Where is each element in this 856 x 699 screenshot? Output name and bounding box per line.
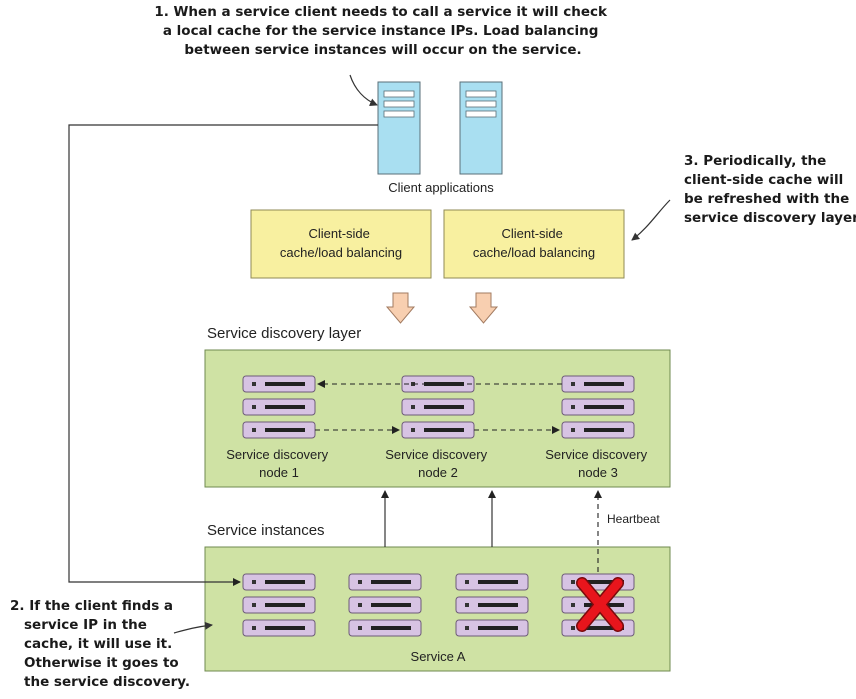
service-instance-server bbox=[455, 573, 529, 637]
client-application-server bbox=[377, 81, 421, 175]
annotation-step3-arrow bbox=[631, 199, 671, 241]
annotation-step2: 2. If the client finds a service IP in t… bbox=[10, 598, 190, 690]
client-cache-box: Client-side cache/load balancing bbox=[250, 209, 432, 279]
service-instance-server bbox=[242, 573, 316, 637]
service-a-label: Service A bbox=[411, 649, 466, 664]
annotation-step2-arrow bbox=[173, 621, 213, 634]
discovery-node-label: Service discovery node 2 bbox=[385, 447, 491, 480]
service-instances-title: Service instances bbox=[207, 522, 325, 539]
discovery-node-label: Service discovery node 3 bbox=[545, 447, 651, 480]
client-cache-box: Client-side cache/load balancing bbox=[443, 209, 625, 279]
down-arrow bbox=[385, 292, 416, 324]
svg-text:Client-side cache/load b: Client-side cache/load balancing bbox=[473, 226, 595, 260]
annotation-step1: 1. When a service client needs to call a… bbox=[154, 4, 611, 58]
discovery-node-server bbox=[561, 375, 635, 439]
svg-text:Client-side cache/load b: Client-side cache/load balancing bbox=[280, 226, 402, 260]
discovery-layer-box bbox=[204, 349, 671, 488]
client-applications-label: Client applications bbox=[388, 180, 494, 195]
discovery-layer-title: Service discovery layer bbox=[207, 325, 361, 342]
discovery-node-server bbox=[242, 375, 316, 439]
annotation-step3: 3. Periodically, the client-side cache w… bbox=[684, 153, 856, 226]
client-lookup-arrow bbox=[68, 124, 378, 586]
service-instance-server bbox=[348, 573, 422, 637]
heartbeat-label: Heartbeat bbox=[607, 512, 660, 526]
client-application-server bbox=[459, 81, 503, 175]
discovery-node-label: Service discovery node 1 bbox=[226, 447, 332, 480]
discovery-node-server bbox=[401, 375, 475, 439]
failed-x-icon bbox=[576, 577, 624, 632]
annotation-step1-arrow bbox=[349, 74, 378, 106]
down-arrow bbox=[468, 292, 499, 324]
